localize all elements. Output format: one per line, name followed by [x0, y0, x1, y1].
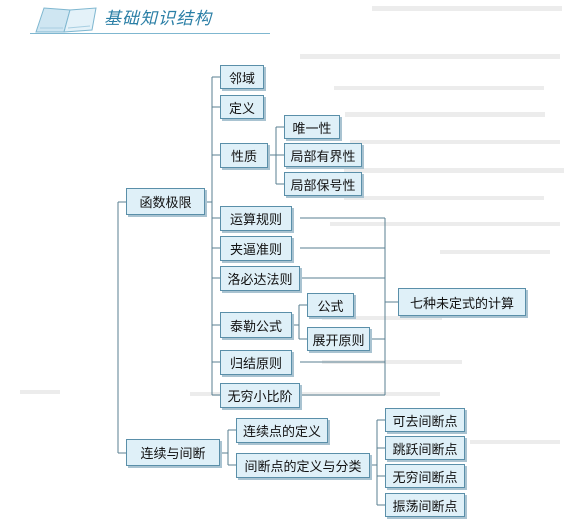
node-infinitesimal-comparison: 无穷小比阶	[220, 383, 300, 408]
node-expansion-principle: 展开原则	[307, 327, 370, 351]
node-continuous-point-definition: 连续点的定义	[236, 418, 328, 443]
page-title: 基础知识结构	[104, 9, 212, 29]
node-squeeze-theorem: 夹逼准则	[220, 236, 292, 261]
node-definition: 定义	[220, 95, 264, 119]
title-underline	[30, 33, 270, 34]
book-icon	[35, 7, 97, 33]
node-taylor-formula: 泰勒公式	[220, 312, 292, 338]
node-function-limit: 函数极限	[126, 188, 205, 215]
node-seven-indeterminate-forms: 七种未定式的计算	[398, 288, 526, 316]
node-local-boundedness: 局部有界性	[284, 143, 362, 167]
node-jump-discontinuity: 跳跃间断点	[385, 436, 465, 460]
edge-root	[117, 201, 126, 454]
node-removable-discontinuity: 可去间断点	[385, 408, 465, 432]
edge-unknown-forms	[300, 217, 398, 396]
node-local-sign-preservation: 局部保号性	[284, 172, 362, 196]
node-lhopital-rule: 洛必达法则	[220, 266, 300, 291]
edge-tlgs	[292, 304, 307, 340]
node-discontinuity-definition-classification: 间断点的定义与分类	[236, 453, 370, 478]
node-properties: 性质	[220, 143, 268, 168]
node-infinite-discontinuity: 无穷间断点	[385, 464, 465, 488]
node-oscillating-discontinuity: 振荡间断点	[385, 493, 465, 517]
node-operation-rules: 运算规则	[220, 206, 292, 231]
node-formula: 公式	[307, 293, 354, 317]
node-heine-principle: 归结原则	[220, 350, 292, 375]
node-continuity-discontinuity: 连续与间断	[126, 439, 220, 466]
edge-hsjx	[205, 76, 220, 396]
node-neighborhood: 邻域	[220, 65, 264, 89]
node-uniqueness: 唯一性	[284, 115, 340, 139]
edge-lx	[220, 429, 236, 466]
edge-xz	[268, 126, 284, 185]
edge-jdd	[370, 419, 385, 506]
